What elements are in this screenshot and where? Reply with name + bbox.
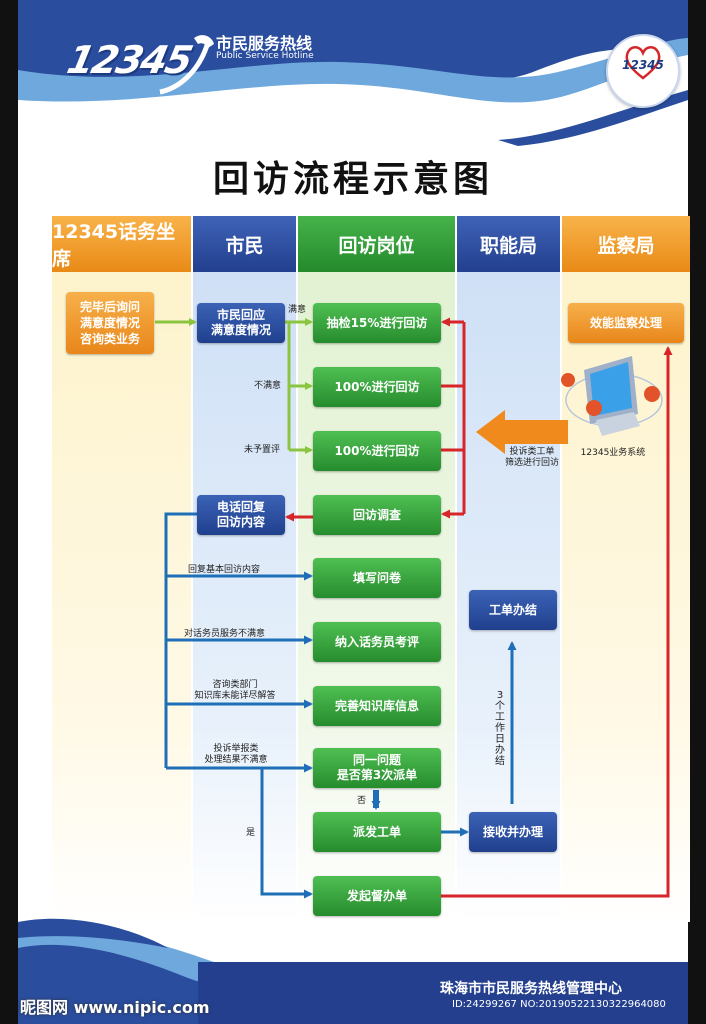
node-efficiency: 效能监察处理 bbox=[568, 303, 684, 343]
label-unrated: 未予置评 bbox=[244, 445, 281, 455]
column-header-supervision: 监察局 bbox=[562, 216, 690, 272]
label-system: 12345业务系统 bbox=[580, 448, 646, 458]
column-header-department: 职能局 bbox=[457, 216, 560, 272]
computer-icon bbox=[561, 356, 663, 436]
footer-wave bbox=[18, 918, 688, 1024]
hotline-badge: 12345 bbox=[606, 34, 680, 108]
heart-icon bbox=[625, 46, 661, 80]
node-inquiry: 完毕后询问 满意度情况 咨询类业务 bbox=[66, 292, 154, 354]
node-knowledge: 完善知识库信息 bbox=[313, 686, 441, 726]
label-three-days: 3个工作日办结 bbox=[495, 690, 505, 767]
node-close: 工单办结 bbox=[469, 590, 557, 630]
column-header-agent: 12345话务坐席 bbox=[52, 216, 191, 272]
node-dispatch: 派发工单 bbox=[313, 812, 441, 852]
hotline-title-cn: 市民服务热线 bbox=[216, 34, 313, 53]
node-same-issue: 同一问题 是否第3次派单 bbox=[313, 748, 441, 788]
badge-number: 12345 bbox=[622, 58, 664, 72]
column-header-callback: 回访岗位 bbox=[298, 216, 455, 272]
node-full-100-b: 100%进行回访 bbox=[313, 431, 441, 471]
footer-id: ID:24299267 NO:20190522130322964080 bbox=[452, 999, 666, 1010]
node-phone-reply: 电话回复 回访内容 bbox=[197, 495, 285, 535]
column-bg-citizen bbox=[193, 272, 296, 922]
column-header-citizen: 市民 bbox=[193, 216, 296, 272]
label-yes: 是 bbox=[246, 828, 256, 838]
hotline-title-en: Public Service Hotline bbox=[216, 51, 314, 61]
footer-watermark: 昵图网 www.nipic.com bbox=[20, 998, 210, 1017]
header-wave bbox=[18, 0, 688, 146]
phone-swoosh-icon bbox=[159, 35, 214, 95]
label-complaint-filter: 投诉类工单 筛选进行回访 bbox=[504, 447, 559, 468]
node-questionnaire: 填写问卷 bbox=[313, 558, 441, 598]
label-knowledge-gap: 咨询类部门 知识库未能详尽解答 bbox=[194, 680, 276, 701]
label-satisfied: 满意 bbox=[288, 305, 307, 315]
node-sample-15: 抽检15%进行回访 bbox=[313, 303, 441, 343]
node-supervise: 发起督办单 bbox=[313, 876, 441, 916]
node-survey: 回访调查 bbox=[313, 495, 441, 535]
column-bg-agent bbox=[52, 272, 191, 922]
footer-org: 珠海市市民服务热线管理中心 bbox=[440, 981, 622, 997]
label-operator-unsatisfied: 对话务员服务不满意 bbox=[184, 629, 266, 639]
page-title: 回访流程示意图 bbox=[212, 159, 493, 200]
node-citizen-feedback: 市民回应 满意度情况 bbox=[197, 303, 285, 343]
node-full-100-a: 100%进行回访 bbox=[313, 367, 441, 407]
label-unsatisfied: 不满意 bbox=[254, 381, 282, 391]
node-receive: 接收并办理 bbox=[469, 812, 557, 852]
label-basic-reply: 回复基本回访内容 bbox=[188, 565, 261, 575]
label-complaint-unsatisfied: 投诉举报类 处理结果不满意 bbox=[204, 744, 268, 765]
node-evaluation: 纳入话务员考评 bbox=[313, 622, 441, 662]
label-no: 否 bbox=[357, 796, 367, 806]
